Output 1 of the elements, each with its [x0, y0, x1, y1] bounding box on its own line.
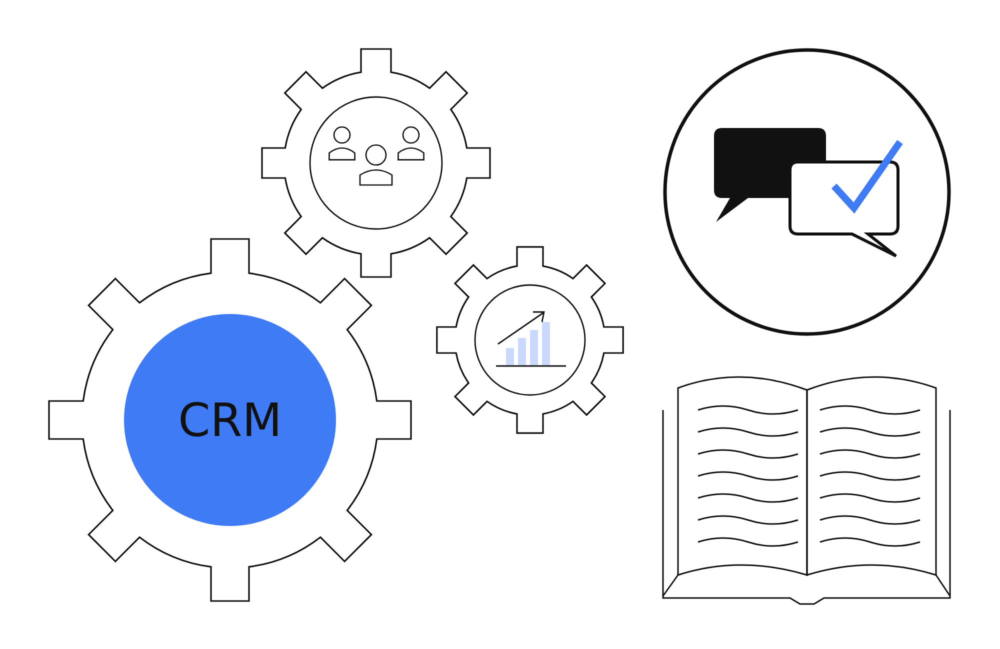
- crm-label: CRM: [178, 393, 282, 447]
